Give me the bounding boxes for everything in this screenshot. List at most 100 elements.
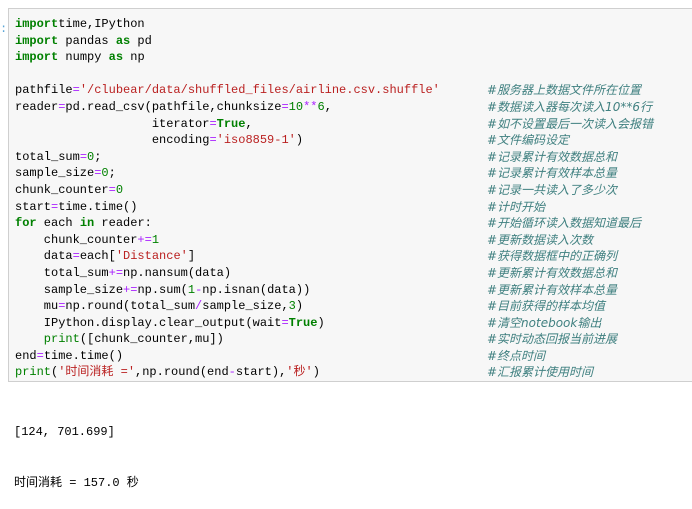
code-token: import	[15, 17, 59, 31]
code-token: import	[15, 50, 59, 65]
code-token: )	[312, 365, 320, 380]
code-token: =	[72, 83, 80, 98]
code-token: data	[15, 249, 73, 264]
code-token: print	[15, 365, 52, 380]
code-line: IPython.display.clear_output(wait=True) #…	[15, 315, 692, 332]
code-token: =	[281, 99, 289, 114]
code-token: total_sum	[15, 149, 80, 164]
code-token: start),	[235, 365, 287, 380]
code-token: as	[108, 50, 124, 65]
code-token: np.nansum(data)	[123, 265, 232, 280]
code-token: -	[195, 282, 203, 297]
code-token: IPython.display.clear_output(wait	[15, 315, 282, 330]
code-line: import numpy as np	[15, 49, 692, 66]
code-token: as	[115, 33, 131, 48]
code-token: 0	[101, 166, 109, 181]
code-token: sample_size	[15, 282, 124, 297]
code-comment: #更新累计有效数据总和	[487, 265, 618, 280]
code-token: sample_size,	[202, 299, 289, 314]
code-token: each[	[79, 249, 116, 264]
output-line-time: 时间消耗 = 157.0 秒	[14, 476, 139, 490]
code-token: =	[209, 116, 217, 131]
code-token: pd.read_csv(pathfile,chunksize	[65, 99, 282, 114]
code-comment: #数据读入器每次读入10**6行	[487, 99, 652, 114]
code-line: chunk_counter=0#记录一共读入了多少次	[15, 182, 692, 199]
code-token: reader:	[94, 216, 152, 231]
code-token: =	[72, 249, 80, 264]
output-line-result: [124, 701.699]	[14, 425, 115, 439]
code-comment: #目前获得的样本均值	[487, 299, 606, 314]
code-token: np.sum(	[137, 282, 188, 297]
code-comment: #服务器上数据文件所在位置	[487, 83, 642, 98]
code-token: =	[58, 99, 66, 114]
code-comment: #更新数据读入次数	[487, 232, 594, 247]
code-line: print('时间消耗 =',np.round(end-start),'秒')#…	[15, 364, 692, 381]
code-token: total_sum	[15, 265, 109, 280]
code-token: (	[51, 365, 59, 380]
code-token: chunk_counter	[15, 182, 109, 197]
code-comment: #实时动态回报当前进展	[487, 332, 618, 347]
code-comment: #记录累计有效数据总和	[487, 149, 618, 164]
code-token: 0	[87, 149, 95, 164]
code-line	[15, 66, 692, 83]
code-token: True	[288, 315, 318, 330]
code-token: 10	[288, 99, 304, 114]
code-token: =	[36, 348, 44, 363]
code-token: chunk_counter	[15, 232, 138, 247]
code-line: sample_size=0;#记录累计有效样本总量	[15, 165, 692, 182]
code-token: print	[15, 332, 80, 347]
code-token: 'Distance'	[115, 249, 188, 264]
code-token: start	[15, 199, 52, 214]
code-line: print([chunk_counter,mu])#实时动态回报当前进展	[15, 331, 692, 348]
code-line: mu=np.round(total_sum/sample_size,3)#目前获…	[15, 298, 692, 315]
code-line: reader=pd.read_csv(pathfile,chunksize=10…	[15, 99, 692, 116]
code-token: +=	[108, 265, 124, 280]
code-token: )	[295, 133, 304, 148]
code-token: each	[36, 216, 80, 231]
code-token: 6	[317, 99, 325, 114]
code-token: ,np.round(end	[135, 365, 229, 380]
code-line: pathfile='/clubear/data/shuffled_files/a…	[15, 82, 692, 99]
code-token: =	[108, 182, 116, 197]
code-comment: #汇报累计使用时间	[487, 365, 594, 380]
code-line: end=time.time()#终点时间	[15, 348, 692, 365]
code-line: chunk_counter+=1 #更新数据读入次数	[15, 232, 692, 249]
code-token: =	[209, 133, 217, 148]
code-line: total_sum+=np.nansum(data) #更新累计有效数据总和	[15, 265, 692, 282]
code-token: =	[281, 315, 289, 330]
code-token: reader	[15, 99, 59, 114]
cell-output: [124, 701.699] 时间消耗 = 157.0 秒	[14, 390, 139, 509]
code-token: +=	[123, 282, 138, 297]
code-token: 1	[151, 232, 160, 247]
code-line: importtime,IPython	[15, 16, 692, 33]
code-token: ,	[324, 99, 332, 114]
code-comment: #文件编码设定	[487, 133, 570, 148]
code-token: mu	[15, 299, 59, 314]
code-token: '时间消耗 ='	[58, 365, 136, 380]
code-line: data=each['Distance']#获得数据框中的正确列	[15, 248, 692, 265]
code-token: '/clubear/data/shuffled_files/airline.cs…	[79, 83, 440, 98]
code-token: ;	[94, 149, 102, 164]
code-token: pathfile	[15, 83, 73, 98]
code-comment: #如不设置最后一次读入会报错	[487, 116, 654, 131]
code-token: for	[15, 216, 37, 231]
code-token: time.time()	[58, 199, 138, 214]
code-comment: #清空notebook输出	[487, 315, 602, 330]
code-token: pd	[130, 33, 152, 48]
code-comment: #计时开始	[487, 199, 546, 214]
code-token: end	[15, 348, 37, 363]
code-comment: #更新累计有效样本总量	[487, 282, 618, 297]
code-line: import pandas as pd	[15, 33, 692, 50]
code-token: ,	[245, 116, 253, 131]
code-token: '秒'	[286, 365, 313, 380]
code-token: np.round(total_sum	[65, 299, 196, 314]
code-token: pandas	[58, 33, 116, 48]
code-token: encoding	[15, 133, 210, 148]
code-comment: #终点时间	[487, 348, 546, 363]
code-line: iterator=True,#如不设置最后一次读入会报错	[15, 116, 692, 133]
code-token: +=	[137, 232, 152, 247]
code-line: start=time.time()#计时开始	[15, 199, 692, 216]
code-token: )	[317, 315, 325, 330]
